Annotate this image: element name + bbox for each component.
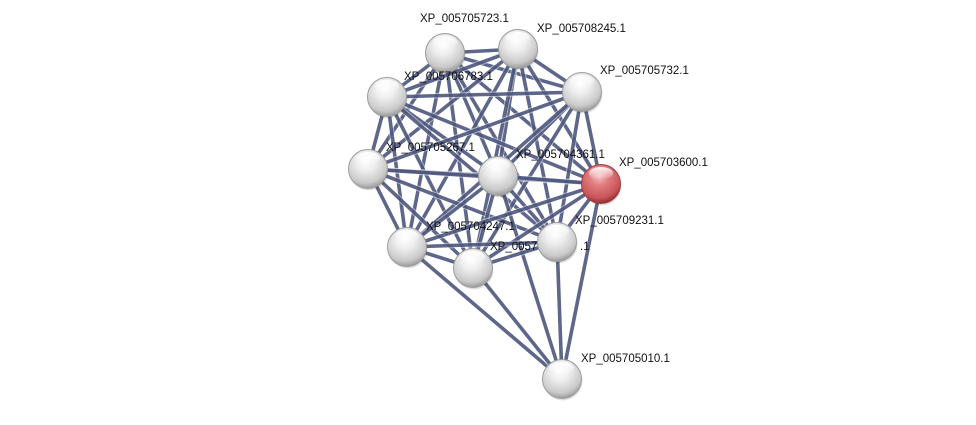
nodes-layer — [348, 29, 622, 401]
node-label-D: XP_005705732.1 — [600, 65, 689, 77]
node-B[interactable] — [498, 29, 539, 71]
node-highlight — [432, 36, 458, 49]
node-H[interactable] — [387, 227, 428, 269]
node-C[interactable] — [367, 77, 408, 119]
labels-layer: XP_005705723.1 XP_005708245.1 XP_0057067… — [386, 13, 708, 365]
node-I[interactable] — [453, 248, 494, 290]
edge-G-I — [472, 182, 602, 270]
edge-I-K — [471, 266, 564, 381]
node-highlight — [588, 167, 614, 180]
node-F[interactable] — [478, 156, 519, 198]
node-label-C: XP_005706783.1 — [404, 71, 493, 83]
node-A[interactable] — [425, 33, 466, 75]
node-label-G: XP_005703600.1 — [619, 157, 708, 169]
node-highlight — [374, 80, 400, 93]
edge-H-K — [405, 245, 564, 381]
node-highlight — [485, 159, 511, 172]
node-label-J: XP_005709231.1 — [575, 215, 664, 227]
node-label-I-tail: .1 — [580, 241, 590, 253]
node-highlight — [569, 75, 595, 88]
node-E[interactable] — [348, 149, 389, 191]
edge-G-K — [560, 183, 603, 380]
node-highlight — [505, 32, 531, 45]
edges-layer — [365, 46, 604, 382]
node-label-K: XP_005705010.1 — [581, 353, 670, 365]
edge-D-J — [555, 91, 584, 243]
edge-C-G — [386, 95, 602, 186]
node-highlight — [544, 225, 570, 238]
node-label-A: XP_005705723.1 — [420, 13, 509, 25]
node-label-E: XP_005705267.1 — [386, 142, 475, 154]
edge-D-E — [367, 90, 583, 171]
edge-E-I — [366, 167, 475, 270]
node-highlight — [460, 251, 486, 264]
edge-F-K — [496, 175, 564, 380]
edge-C-I — [385, 96, 475, 269]
edge-B-J — [516, 48, 559, 243]
node-K[interactable] — [542, 359, 583, 401]
edge-A-G — [443, 51, 603, 186]
node-D[interactable] — [562, 72, 603, 114]
node-highlight — [549, 362, 575, 375]
node-highlight — [394, 230, 420, 243]
node-label-B: XP_005708245.1 — [537, 23, 626, 35]
node-G[interactable] — [581, 164, 622, 206]
edge-J-K — [555, 241, 564, 380]
node-J[interactable] — [537, 222, 578, 264]
edge-H-J — [406, 240, 558, 249]
node-label-H: XP_005704247.1 — [426, 221, 515, 233]
edge-G-H — [406, 182, 602, 249]
node-highlight — [355, 152, 381, 165]
edge-C-J — [385, 95, 559, 244]
edge-C-D — [386, 90, 583, 99]
node-label-F: XP_005704361.1 — [516, 149, 605, 161]
node-label-I: XP_0057 — [490, 241, 537, 253]
edge-B-C — [386, 47, 519, 99]
